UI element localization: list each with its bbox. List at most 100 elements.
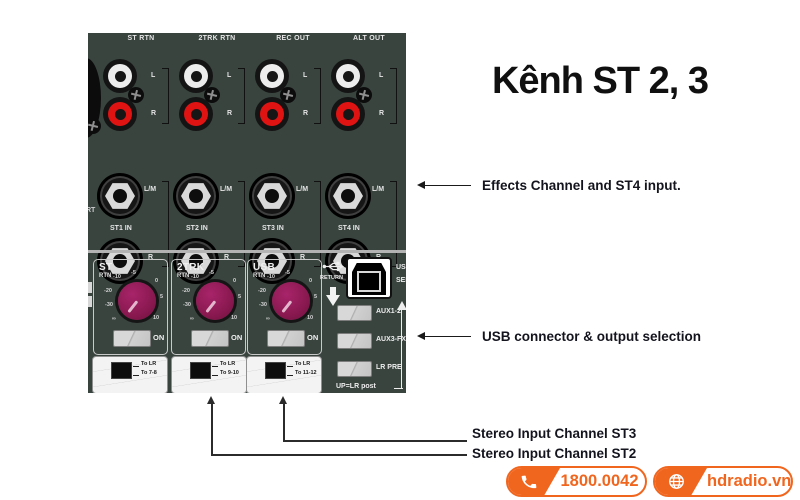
usb-label: USB [396,264,406,271]
phone-icon [508,468,560,495]
post-bracket-line [401,310,402,389]
trs-jack-lm[interactable] [325,173,371,219]
return-arrow-head [326,295,340,306]
on-button[interactable] [113,330,151,347]
route-switch[interactable] [111,362,132,379]
knob-tick: 5 [314,294,318,300]
channel-l-label: L [227,72,232,79]
on-label: ON [307,333,319,342]
on-button[interactable] [191,330,229,347]
io-group-label: ST RTN [127,35,155,42]
knob-tick: -30 [105,302,113,308]
rca-jack-left[interactable] [331,59,365,93]
route-label-b: To 7-8 [141,370,157,376]
aux1-2-button[interactable] [337,305,372,321]
usb-arrow-line [423,336,471,337]
strip-name: USB [253,262,276,273]
r-label: R [300,254,306,261]
jack-group-label: ST4 IN [338,225,360,232]
knob-tick: ∞ [112,316,116,322]
route-switch[interactable] [190,362,211,379]
trs-jack-lm[interactable] [97,173,143,219]
trs-jack-lm[interactable] [249,173,295,219]
rca-jack-right[interactable] [179,97,213,131]
channel-r-label: R [151,110,157,117]
jack-group-st3: L/M ST3 IN R [248,173,324,286]
st3-callout-arrow [279,396,287,404]
knob-tick: ∞ [266,316,270,322]
website-pill[interactable]: hdradio.vn [653,466,793,497]
post-bracket-tick [394,388,403,389]
section-divider [88,250,406,253]
io-group-2trk-rtn: 2TRK RTN L R [172,35,248,146]
level-knob[interactable]: -5 -10 -20 -30 ∞ 0 5 10 [104,270,167,330]
channel-r-label: R [227,110,233,117]
rca-jack-right[interactable] [103,97,137,131]
st3-callout-hline [282,440,467,442]
usb-icon [322,261,344,272]
level-knob[interactable]: -5 -10 -20 -30 ∞ 0 5 10 [182,270,245,330]
bracket [390,68,397,124]
bracket [238,181,245,267]
channel-r-label: R [379,110,385,117]
channel-l-label: L [379,72,384,79]
send-label: SEND [396,277,406,284]
knob-tick: -10 [267,274,275,280]
jack-group-st1: L/M ST1 IN R [96,173,172,286]
up-lr-post-note: UP=LR post [336,383,376,390]
bracket [314,68,321,124]
rca-jack-right[interactable] [255,97,289,131]
io-group-rec-out: REC OUT L R [248,35,324,146]
knob-tick: 5 [160,294,164,300]
channel-l-label: L [303,72,308,79]
on-button[interactable] [267,330,305,347]
trs-jack-lm[interactable] [173,173,219,219]
route-mark [212,366,218,367]
level-knob[interactable]: -5 -10 -20 -30 ∞ 0 5 10 [258,270,321,330]
lm-label: L/M [372,186,385,193]
st2-callout-arrow [207,396,215,404]
aux3-fx-button[interactable] [337,333,372,349]
strip-st-rtn: ST RTN -5 -10 -20 -30 ∞ 0 5 10 ON [93,259,168,355]
route-switch[interactable] [265,362,286,379]
route-mark [133,375,139,376]
knob-tick: -5 [131,270,136,276]
usb-send-port[interactable] [346,257,392,299]
lr-pre-button[interactable] [337,361,372,377]
knob-tick: -5 [209,270,214,276]
rca-jack-right[interactable] [331,97,365,131]
bracket [238,68,245,124]
on-label: ON [231,333,243,342]
strip-sub: RTN [253,273,266,279]
route-plate-usb: To LR To 11-12 [246,356,322,393]
route-label-b: To 9-10 [220,370,239,376]
mixer-panel: RT ST RTN L R 2TRK RTN L R REC OUT [88,33,406,393]
io-group-label: ALT OUT [353,35,385,42]
on-label: ON [153,333,165,342]
effects-annotation: Effects Channel and ST4 input. [482,178,681,193]
jack-group-label: ST3 IN [262,225,284,232]
knob-tick: 10 [307,315,314,321]
return-label: RETURN [320,275,343,281]
usb-arrow-head [417,332,425,340]
knob-cap [196,282,234,320]
r-label: R [148,254,154,261]
return-arrow [330,287,336,296]
jack-group-label: ST1 IN [110,225,132,232]
globe-icon [655,468,707,495]
phone-number: 1800.0042 [560,472,639,490]
channel-r-label: R [303,110,309,117]
phone-pill[interactable]: 1800.0042 [506,466,647,497]
knob-tick: -30 [183,302,191,308]
route-label-a: To LR [295,361,311,367]
effects-arrow-head [417,181,425,189]
knob-tick: -30 [259,302,267,308]
strip-sub: RTN [177,273,190,279]
rca-jack-left[interactable] [179,59,213,93]
lm-label: L/M [144,186,157,193]
knob-tick: -10 [191,274,199,280]
knob-tick: 0 [309,278,313,284]
strip-name: 2TRK [177,262,205,273]
st2-annotation: Stereo Input Channel ST2 [472,446,637,461]
